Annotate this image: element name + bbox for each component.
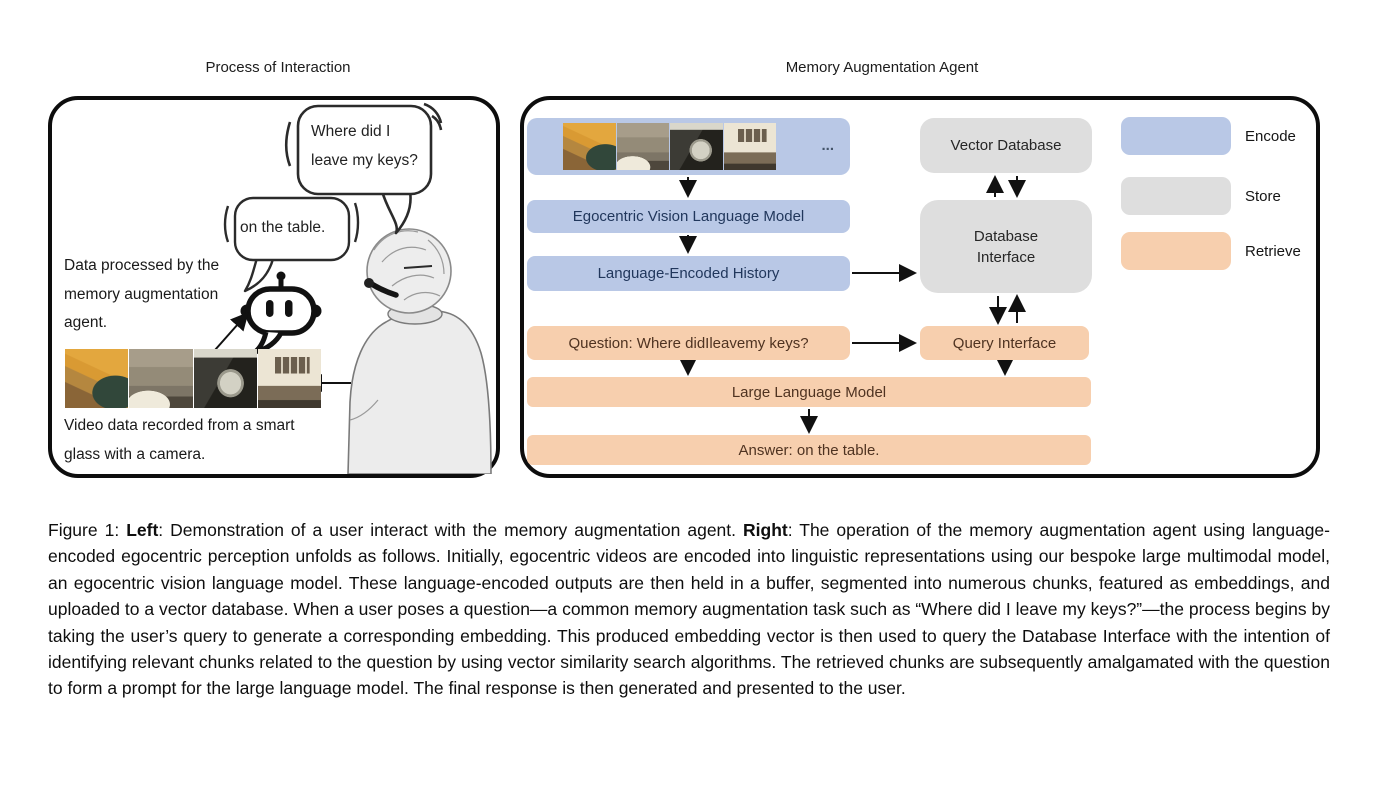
video-frame <box>563 123 616 170</box>
egocentric-vlm-box: Egocentric Vision Language Model <box>527 200 850 233</box>
caption-left-text: : Demonstration of a user interact with … <box>158 520 743 540</box>
caption-right-text: : The operation of the memory augmentati… <box>48 520 1330 699</box>
process-of-interaction-panel: Where did I leave my keys? on the table.… <box>48 96 500 478</box>
right-panel-title: Memory Augmentation Agent <box>785 59 979 76</box>
video-frame <box>65 349 129 408</box>
figure-caption: Figure 1: Left: Demonstration of a user … <box>48 517 1330 702</box>
agent-speech-bubble-text: on the table. <box>240 219 326 236</box>
caption-prefix: Figure 1: <box>48 520 127 540</box>
language-encoded-history-box: Language-Encoded History <box>527 256 850 291</box>
video-frame <box>193 349 257 408</box>
video-frame <box>129 349 193 408</box>
caption-left-bold: Left <box>126 520 159 540</box>
box-line: Interface <box>976 248 1036 266</box>
video-frame <box>670 123 723 170</box>
legend-retrieve: Retrieve <box>1121 232 1301 270</box>
vector-database-box: Vector Database <box>920 118 1092 173</box>
user-speech-bubble-text: Where did I leave my keys? <box>311 117 436 175</box>
bubble-line: leave my keys? <box>311 152 418 169</box>
data-processed-note: Data processed by the memory augmentatio… <box>64 252 259 338</box>
legend-store: Store <box>1121 177 1281 215</box>
egocentric-video-input-box: ... <box>527 118 850 175</box>
note-line: Video data recorded from a smart <box>64 417 295 434</box>
large-language-model-box: Large Language Model <box>527 377 1091 407</box>
video-frame <box>616 123 669 170</box>
database-interface-box: Database Interface <box>920 200 1092 293</box>
person-with-smart-glasses-sketch <box>347 228 492 474</box>
query-interface-box: Query Interface <box>920 326 1089 360</box>
encode-color-swatch <box>1121 117 1231 155</box>
answer-box: Answer: on the table. <box>527 435 1091 465</box>
retrieve-color-swatch <box>1121 232 1231 270</box>
legend-label: Encode <box>1245 127 1296 145</box>
legend-label: Store <box>1245 187 1281 205</box>
caption-right-bold: Right <box>743 520 788 540</box>
bubble-line: Where did I <box>311 123 391 140</box>
note-line: agent. <box>64 314 108 331</box>
note-line: Data processed by the <box>64 257 220 274</box>
ellipsis-more-frames: ... <box>821 136 834 154</box>
left-panel-title: Process of Interaction <box>205 59 351 76</box>
legend-encode: Encode <box>1121 117 1296 155</box>
video-frame <box>257 349 321 408</box>
video-frames-strip-small <box>563 123 776 170</box>
video-caption-note: Video data recorded from a smart glass w… <box>64 412 344 469</box>
note-line: glass with a camera. <box>64 445 206 463</box>
video-frame <box>723 123 776 170</box>
note-line: memory augmentation <box>64 285 219 303</box>
memory-augmentation-agent-panel: ... Egocentric Vision Language Model Lan… <box>520 96 1320 478</box>
store-color-swatch <box>1121 177 1231 215</box>
box-line: Database <box>973 227 1039 245</box>
legend-label: Retrieve <box>1245 242 1301 260</box>
question-box: Question: Where didIleavemy keys? <box>527 326 850 360</box>
video-frames-strip <box>65 349 321 408</box>
